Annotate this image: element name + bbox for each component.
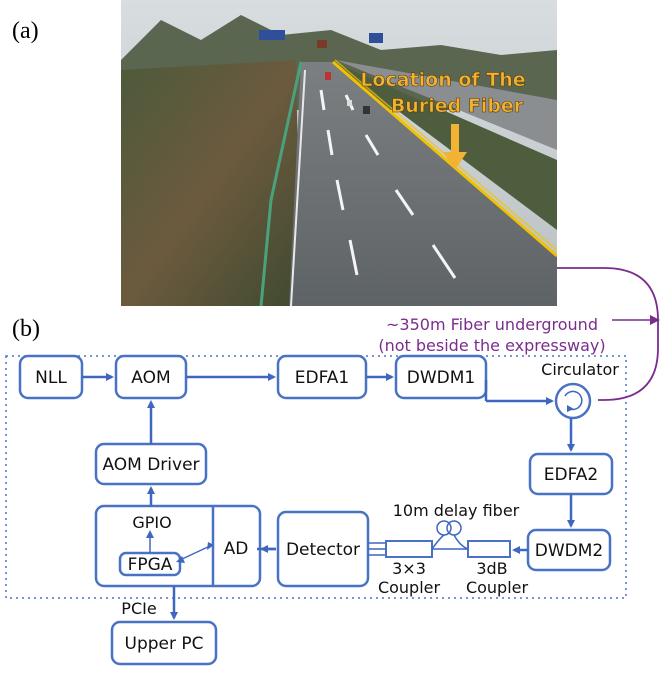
edfa1-block: EDFA1: [276, 354, 368, 400]
fiber-note-line1: ~350m Fiber underground: [386, 315, 598, 334]
coupler-3x3: 3×3 Coupler: [378, 540, 441, 597]
delay-fiber-label: 10m delay fiber: [393, 501, 520, 520]
nll-block: NLL: [18, 354, 84, 400]
aom-block: AOM: [114, 354, 188, 400]
upper-pc-label: Upper PC: [125, 634, 204, 654]
coupler-3db-label: 3dB: [476, 559, 507, 578]
fpga-label: FPGA: [128, 555, 173, 575]
coupler-3x3-sublabel: Coupler: [378, 578, 441, 597]
aom-label: AOM: [131, 368, 170, 388]
nll-label: NLL: [35, 368, 67, 388]
circulator-icon: [564, 390, 583, 411]
dwdm2-label: DWDM2: [535, 541, 603, 561]
delay-fiber-coil-icon: [431, 520, 469, 550]
fiber-loop: [557, 267, 659, 401]
edfa2-label: EDFA2: [544, 465, 599, 485]
pcie-label: PCIe: [121, 599, 156, 618]
aom-driver-label: AOM Driver: [102, 455, 199, 475]
fpga-block: FPGA: [118, 551, 182, 577]
upper-pc-block: Upper PC: [110, 620, 218, 666]
coupler-3db-sublabel: Coupler: [466, 578, 529, 597]
detector-block: Detector: [276, 510, 370, 588]
dwdm1-label: DWDM1: [407, 368, 475, 388]
panel-label-a: (a): [12, 18, 39, 44]
down-arrow-icon: [443, 124, 467, 170]
ad-label: AD: [224, 539, 249, 559]
edfa2-block: EDFA2: [528, 452, 614, 496]
dwdm2-block: DWDM2: [526, 528, 612, 572]
system-frame: [5, 355, 627, 599]
connections: [82, 373, 575, 620]
panel-label-b: (b): [12, 316, 40, 342]
aom-driver-block: AOM Driver: [94, 442, 208, 486]
coupler-3x3-label: 3×3: [392, 559, 426, 578]
photo-annotation-line1: Location of The: [360, 69, 525, 91]
photo-annotation-line2: Buried Fiber: [391, 95, 524, 117]
circulator-label: Circulator: [541, 360, 619, 379]
fiber-note-line2: (not beside the expressway): [378, 336, 605, 355]
coupler-3db: 3dB Coupler: [466, 540, 529, 597]
gpio-label: GPIO: [132, 513, 171, 532]
circulator: Circulator: [541, 360, 619, 420]
dwdm1-block: DWDM1: [394, 354, 488, 400]
detector-label: Detector: [286, 540, 360, 560]
edfa1-label: EDFA1: [295, 368, 350, 388]
expressway-photo: Location of The Buried Fiber: [121, 0, 557, 306]
